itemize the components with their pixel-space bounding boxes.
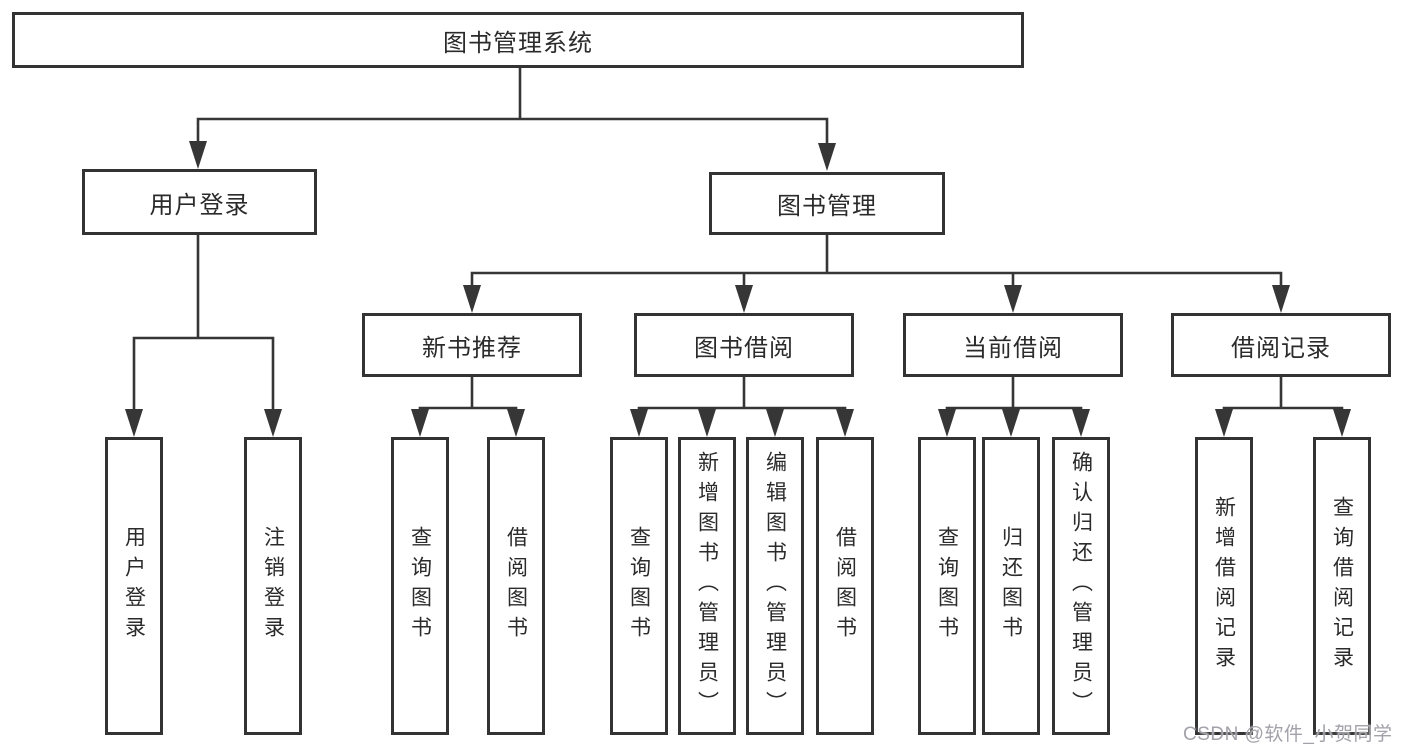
leaf-confirm-return-admin: 确认归还（管理员） (1052, 437, 1110, 735)
node-current-borrowing: 当前借阅 (903, 313, 1123, 377)
leaf-query-books-borrow-label: 查询图书 (627, 526, 651, 646)
leaf-query-books-recommend: 查询图书 (391, 437, 449, 735)
connector-borrow-record-group (1222, 377, 1344, 412)
node-book-management-label: 图书管理 (777, 193, 877, 220)
leaf-user-login-label: 用户登录 (122, 526, 146, 646)
node-book-management: 图书管理 (709, 172, 945, 235)
arrow-down-icon (189, 141, 207, 169)
leaf-add-borrow-record-label: 新增借阅记录 (1212, 496, 1236, 676)
leaf-query-borrow-record-label: 查询借阅记录 (1330, 496, 1354, 676)
arrow-down-icon (125, 409, 143, 437)
leaf-borrow-books-recommend-label: 借阅图书 (504, 526, 528, 646)
node-new-book-recommendation: 新书推荐 (362, 313, 582, 377)
node-borrowing-records-label: 借阅记录 (1231, 334, 1331, 362)
arrow-down-icon (1002, 409, 1020, 437)
arrow-down-icon (1215, 409, 1233, 437)
node-root: 图书管理系统 (12, 12, 1024, 68)
connector-current-borrow-group (945, 377, 1083, 412)
arrow-down-icon (1072, 409, 1090, 437)
arrow-down-icon (1004, 285, 1022, 313)
node-borrowing-records: 借阅记录 (1171, 313, 1391, 377)
connector-user-login-group (132, 235, 275, 412)
arrow-down-icon (411, 409, 429, 437)
connector-book-borrow-group (637, 377, 847, 412)
arrow-down-icon (698, 409, 716, 437)
arrow-down-icon (1333, 409, 1351, 437)
arrowheads (125, 141, 1351, 437)
leaf-return-books-label: 归还图书 (999, 526, 1023, 646)
arrow-down-icon (938, 409, 956, 437)
leaf-query-books-current: 查询图书 (918, 437, 976, 735)
leaf-query-books-borrow: 查询图书 (610, 437, 668, 735)
leaf-return-books: 归还图书 (982, 437, 1040, 735)
leaf-edit-book-admin-label: 编辑图书（管理员） (763, 451, 787, 721)
leaf-borrow-books: 借阅图书 (816, 437, 874, 735)
arrow-down-icon (507, 409, 525, 437)
arrow-down-icon (766, 409, 784, 437)
connector-new-book-group (418, 377, 518, 412)
arrow-down-icon (735, 285, 753, 313)
leaf-logout: 注销登录 (244, 437, 302, 735)
leaf-borrow-books-recommend: 借阅图书 (487, 437, 545, 735)
leaf-confirm-return-admin-label: 确认归还（管理员） (1069, 451, 1093, 721)
leaf-logout-label: 注销登录 (261, 526, 285, 646)
csdn-watermark: CSDN @软件_小贺同学 (1183, 724, 1393, 745)
leaf-add-borrow-record: 新增借阅记录 (1195, 437, 1253, 735)
node-user-login-label: 用户登录 (149, 191, 250, 219)
node-book-borrowing: 图书借阅 (634, 313, 854, 377)
leaf-query-borrow-record: 查询借阅记录 (1313, 437, 1371, 735)
arrow-down-icon (836, 409, 854, 437)
connector-level2-rail (196, 117, 829, 145)
node-book-borrowing-label: 图书借阅 (694, 334, 794, 362)
arrow-down-icon (264, 409, 282, 437)
leaf-borrow-books-label: 借阅图书 (833, 526, 857, 646)
leaf-add-book-admin-label: 新增图书（管理员） (695, 451, 719, 721)
leaf-query-books-recommend-label: 查询图书 (408, 526, 432, 646)
arrow-down-icon (463, 285, 481, 313)
node-current-borrowing-label: 当前借阅 (963, 334, 1063, 362)
leaf-add-book-admin: 新增图书（管理员） (678, 437, 736, 735)
arrow-down-icon (630, 409, 648, 437)
connector-level3-rail (470, 235, 1283, 287)
arrow-down-icon (818, 143, 836, 171)
leaf-query-books-current-label: 查询图书 (935, 526, 959, 646)
leaf-user-login: 用户登录 (105, 437, 163, 735)
node-new-book-recommendation-label: 新书推荐 (422, 334, 522, 362)
node-root-label: 图书管理系统 (443, 29, 593, 57)
node-user-login: 用户登录 (82, 169, 317, 235)
leaf-edit-book-admin: 编辑图书（管理员） (746, 437, 804, 735)
arrow-down-icon (1272, 285, 1290, 313)
